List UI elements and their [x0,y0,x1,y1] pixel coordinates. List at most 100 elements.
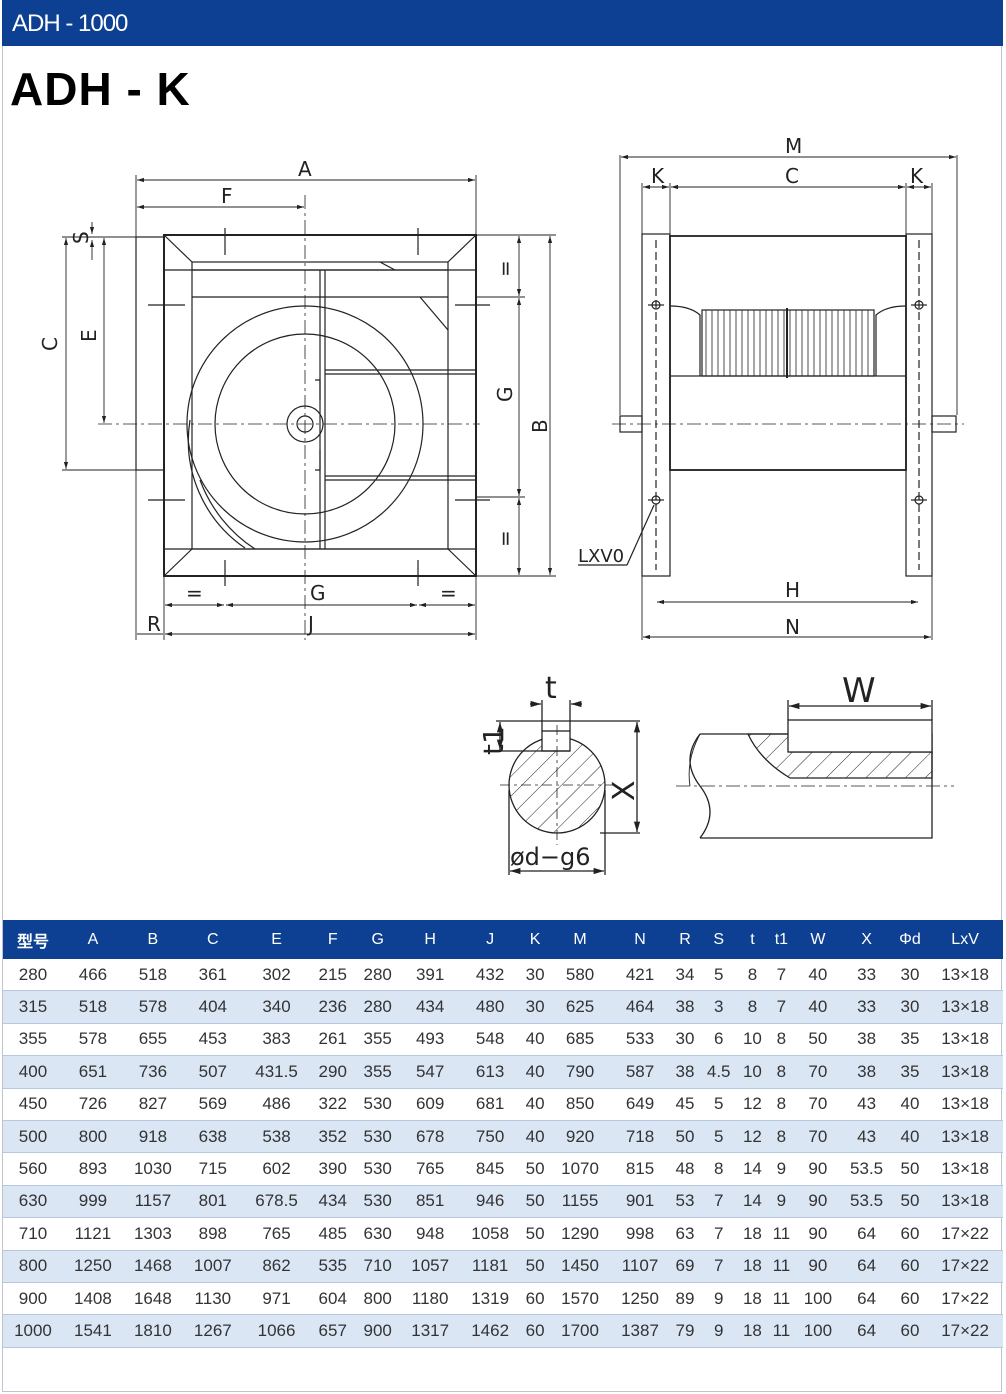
table-cell: 8 [737,990,768,1024]
table-cell: 60 [892,1217,928,1251]
table-cell: 500 [3,1120,63,1154]
table-cell: 400 [3,1055,63,1089]
table-cell: 70 [795,1055,841,1089]
table-cell: 38 [840,1023,893,1057]
table-cell: 630 [3,1185,63,1219]
table-cell: 40 [520,1055,551,1089]
dim-label-b: B [528,419,552,433]
table-cell: 40 [520,1023,551,1057]
table-cell: 421 [610,959,670,992]
table-cell: 361 [182,959,243,992]
table-cell: 38 [669,990,700,1024]
table-cell: 535 [310,1250,356,1283]
table-cell: 609 [400,1088,461,1121]
table-cell: 53 [669,1185,700,1219]
table-cell: 518 [62,990,123,1024]
table-cell: 355 [3,1023,63,1057]
table-cell: 999 [62,1185,123,1219]
table-cell: 89 [669,1282,700,1316]
table-cell: 60 [520,1314,551,1348]
table-cell: 90 [795,1217,841,1251]
table-cell: 50 [520,1185,551,1219]
table-cell: 681 [460,1088,521,1121]
dim-label-n: N [785,615,800,639]
table-cell: 340 [242,990,311,1024]
table-cell: 53.5 [840,1152,893,1186]
table-cell: 507 [182,1055,243,1089]
table-cell: 40 [892,1088,928,1121]
table-cell: 7 [699,1250,738,1283]
dim-label-x: X [607,780,642,801]
table-cell: 40 [520,1088,551,1121]
table-cell: 64 [840,1250,893,1283]
table-cell: 560 [3,1152,63,1186]
table-cell: 900 [355,1314,401,1348]
table-cell: 657 [310,1314,356,1348]
table-cell: 40 [892,1120,928,1154]
table-cell: 69 [669,1250,700,1283]
table-cell: 48 [669,1152,700,1186]
table-cell: 845 [460,1152,521,1186]
table-cell: 90 [795,1152,841,1186]
table-cell: 1121 [62,1217,123,1251]
table-cell: 8 [767,1055,796,1089]
table-cell: 40 [795,990,841,1024]
table-cell: 538 [242,1120,311,1154]
table-cell: 60 [892,1314,928,1348]
table-cell: 18 [737,1217,768,1251]
table-cell: 30 [520,959,551,992]
table-cell: 13×18 [927,1088,1003,1121]
table-cell: 1387 [610,1314,670,1348]
table-cell: 638 [182,1120,243,1154]
front-view [98,195,490,640]
dim-label-g-side: G [493,387,517,403]
table-cell: 8 [767,1088,796,1121]
table-cell: 3 [699,990,738,1024]
table-cell: 50 [892,1152,928,1186]
table-cell: 800 [62,1120,123,1154]
table-cell: 302 [242,959,311,992]
table-cell: 1157 [122,1185,183,1219]
table-cell: 50 [520,1217,551,1251]
table-cell: 13×18 [927,1120,1003,1154]
table-cell: 11 [767,1217,796,1251]
table-cell: 901 [610,1185,670,1219]
table-cell: 1317 [400,1314,461,1348]
table-cell: 678 [400,1120,461,1154]
dim-label-t: t [545,671,557,706]
table-cell: 13×18 [927,1185,1003,1219]
table-cell: 5 [699,1120,738,1154]
table-cell: 45 [669,1088,700,1121]
dim-label-c: C [38,337,62,351]
table-cell: 12 [737,1088,768,1121]
table-cell: 13×18 [927,990,1003,1024]
table-cell: 1070 [550,1152,611,1186]
table-cell: 100 [795,1282,841,1316]
table-cell: 38 [840,1055,893,1089]
table-cell: 1408 [62,1282,123,1316]
table-cell: 315 [3,990,63,1024]
table-cell: 43 [840,1088,893,1121]
dim-label-t1: t1 [477,726,510,755]
table-cell: 53.5 [840,1185,893,1219]
table-cell: 64 [840,1217,893,1251]
table-cell: 17×22 [927,1282,1003,1316]
table-cell: 948 [400,1217,461,1251]
table-cell: 60 [892,1282,928,1316]
shaft-key-view [676,700,954,839]
table-cell: 10 [737,1055,768,1089]
table-cell: 1058 [460,1217,521,1251]
impeller-blades [705,310,869,376]
dim-label-eq-left: = [186,581,203,605]
shaft-section [496,700,641,875]
column-header: C [182,920,243,959]
table-cell: 1066 [242,1314,311,1348]
